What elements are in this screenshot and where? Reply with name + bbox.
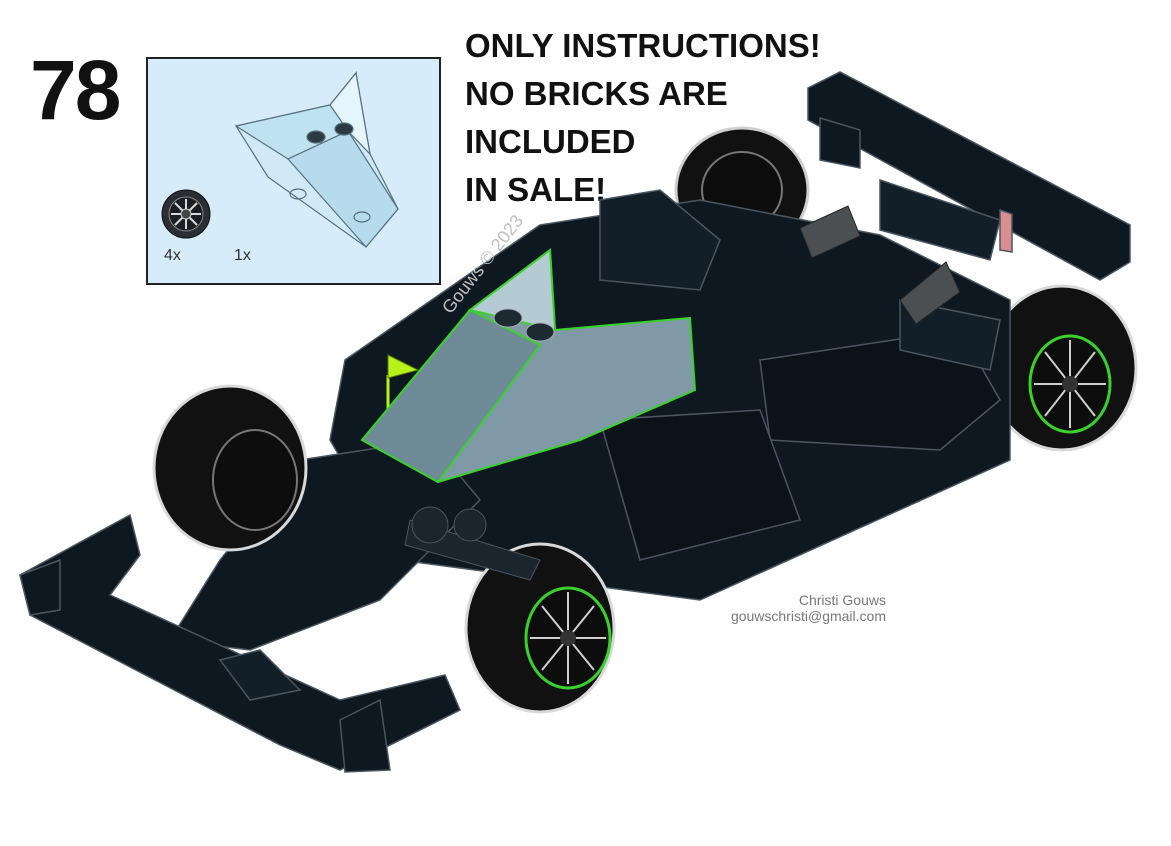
author-email: gouwschristi@gmail.com <box>730 608 886 624</box>
author-credit: Christi Gouws gouwschristi@gmail.com <box>690 592 886 624</box>
windscreen-new-part <box>360 248 697 484</box>
parts-callout: 4x 1x <box>146 57 441 285</box>
rim-quantity: 4x <box>164 247 181 264</box>
notice-line: INCLUDED <box>465 123 636 160</box>
notice-line: ONLY INSTRUCTIONS! <box>465 27 821 64</box>
exhaust-pipes <box>799 205 961 325</box>
wedge-quantity: 1x <box>234 247 251 264</box>
no-bricks-notice: ONLY INSTRUCTIONS! NO BRICKS ARE INCLUDE… <box>465 22 821 214</box>
notice-line: NO BRICKS ARE <box>465 75 728 112</box>
wedge-windscreen-icon <box>234 70 399 248</box>
rim-icon <box>161 189 211 239</box>
author-name: Christi Gouws <box>798 592 886 608</box>
rear-wing <box>807 71 1131 281</box>
step-number: 78 <box>30 43 121 137</box>
front-suspension <box>404 506 541 581</box>
flag <box>386 354 420 410</box>
notice-line: IN SALE! <box>465 171 607 208</box>
front-left-wheel <box>152 384 308 552</box>
nose-and-front-wing <box>19 439 482 773</box>
front-right-wheel <box>464 542 616 714</box>
rear-right-wheel <box>986 284 1138 452</box>
